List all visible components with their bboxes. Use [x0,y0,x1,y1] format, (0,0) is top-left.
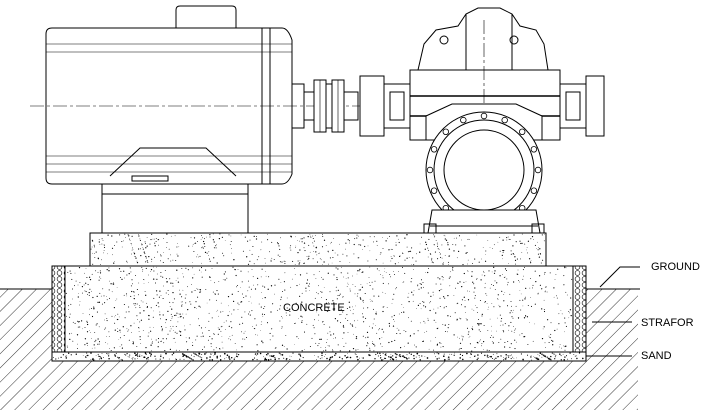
concrete-plinth [89,232,547,267]
sand-label: SAND [641,350,672,362]
sand-layer [51,351,587,362]
electric-motor [30,5,600,234]
split-case-pump [359,7,605,234]
shaft-coupling [303,79,359,133]
ground-label: GROUND [651,261,700,273]
concrete-label: CONCRETE [283,302,345,314]
ground-hatch [0,288,640,410]
strafor-label: STRAFOR [641,317,694,329]
label-leaders [586,266,640,357]
concrete-foundation [64,265,574,353]
